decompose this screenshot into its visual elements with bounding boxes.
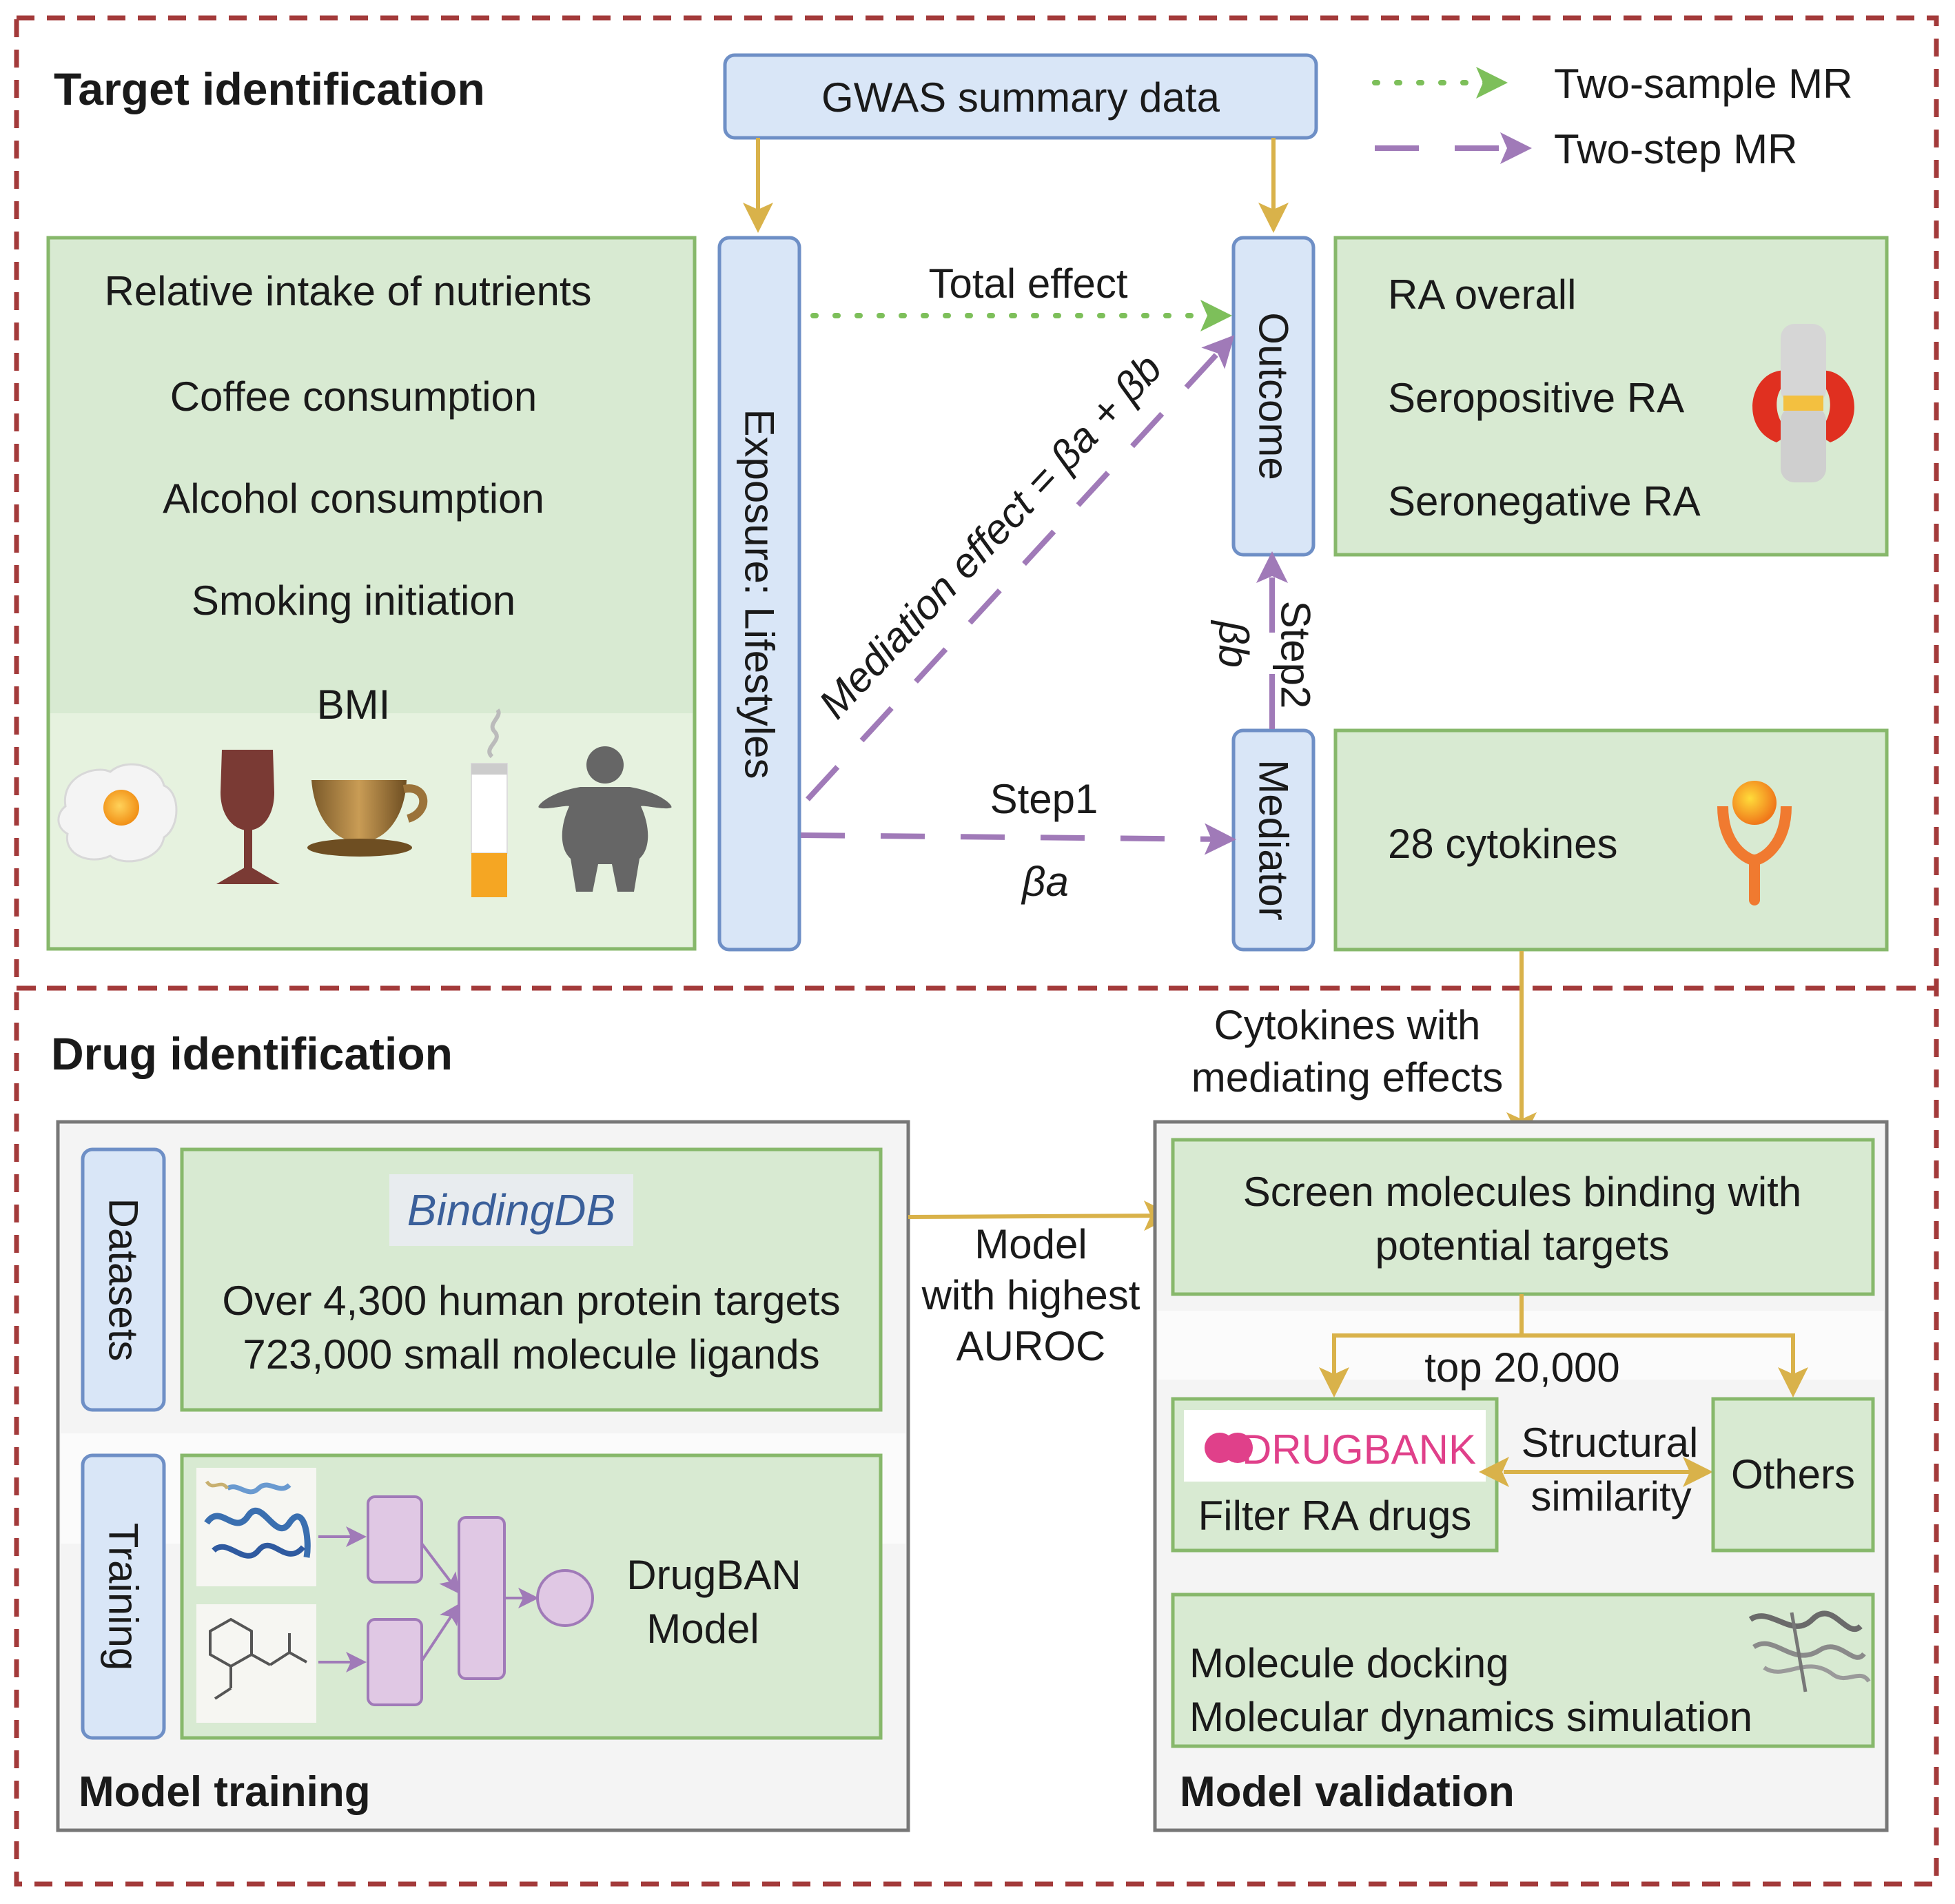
beta-b-label: βb (1211, 620, 1257, 668)
model-to-screen-arrow (908, 1200, 1174, 1231)
bindingdb-logo: BindingDB (407, 1185, 615, 1235)
training-label: Training (101, 1523, 147, 1671)
structural-line1: Structural (1522, 1420, 1699, 1466)
model-auroc-line2: with highest (921, 1272, 1140, 1318)
training-tab (81, 1453, 166, 1740)
model-auroc-line3: AUROC (956, 1323, 1106, 1369)
drugban-line2: Model (646, 1606, 759, 1652)
model-training-title: Model training (79, 1768, 371, 1816)
person-icon (538, 746, 672, 892)
docking-line2: Molecular dynamics simulation (1189, 1694, 1752, 1740)
step1-arrow (800, 823, 1236, 855)
drugban-node-protein (367, 1495, 423, 1584)
screen-split-arrow-left (1319, 1294, 1524, 1398)
datasets-tab (81, 1147, 166, 1412)
cytokine-receptor-icon (1717, 781, 1792, 905)
drugban-node-molecule (367, 1618, 423, 1706)
lifestyle-item-bmi: BMI (317, 682, 391, 728)
lifestyle-item-coffee: Coffee consumption (170, 373, 538, 420)
bindingdb-logo-bg (389, 1174, 633, 1246)
protein-structure-icon (196, 1468, 316, 1586)
screen-box (1171, 1138, 1875, 1296)
top-20000-label: top 20,000 (1424, 1344, 1620, 1391)
datasets-label: Datasets (101, 1198, 147, 1362)
screen-split-arrow-right (1522, 1333, 1808, 1398)
step1-label: Step1 (990, 776, 1098, 822)
others-label: Others (1731, 1451, 1855, 1497)
total-effect-label: Total effect (928, 260, 1127, 307)
molecule-structure-icon (196, 1604, 316, 1723)
gwas-label: GWAS summary data (821, 74, 1220, 121)
model-auroc-line1: Model (974, 1221, 1087, 1267)
gwas-box (723, 53, 1318, 140)
drugban-output-node (536, 1569, 594, 1627)
lifestyle-item-alcohol: Alcohol consumption (163, 475, 544, 522)
egg-icon (57, 763, 178, 863)
legend-two-step-label: Two-step MR (1554, 126, 1797, 172)
docking-line1: Molecule docking (1189, 1640, 1509, 1686)
lifestyle-item-smoking: Smoking initiation (192, 577, 515, 624)
bindingdb-line2: 723,000 small molecule ligands (243, 1331, 819, 1378)
cigarette-icon (471, 708, 508, 897)
outcome-item-seronegative: Seronegative RA (1388, 478, 1701, 524)
cytokines-mediating-line1: Cytokines with (1214, 1002, 1481, 1048)
beta-a-label: βa (1021, 859, 1069, 905)
bindingdb-line1: Over 4,300 human protein targets (222, 1278, 840, 1324)
legend-two-sample-label: Two-sample MR (1554, 61, 1852, 107)
drugban-fusion-node (458, 1516, 506, 1680)
mediation-effect-label: Mediation effect = βa + βb (810, 345, 1170, 727)
screen-line2: potential targets (1375, 1222, 1670, 1269)
exposure-box (717, 236, 801, 952)
outcome-label: Outcome (1251, 312, 1297, 480)
target-section-title: Target identification (54, 63, 485, 114)
drugban-line1: DrugBAN (626, 1552, 801, 1598)
screen-line1: Screen molecules binding with (1243, 1169, 1801, 1215)
filter-ra-label: Filter RA drugs (1198, 1493, 1472, 1539)
drugbank-logo: DRUGBANK (1242, 1426, 1476, 1473)
cytokine-box (1333, 728, 1889, 952)
docking-icon (1748, 1610, 1871, 1692)
model-validation-title: Model validation (1180, 1768, 1515, 1816)
joint-icon (1752, 324, 1854, 482)
drug-section-border (14, 985, 1939, 1887)
drug-section-title: Drug identification (51, 1028, 453, 1079)
step2-label: Step2 (1273, 601, 1319, 709)
legend: Two-sample MR Two-step MR (1372, 61, 1852, 172)
outcome-item-ra-overall: RA overall (1388, 272, 1576, 318)
mediation-effect-arrow (806, 335, 1235, 801)
drugbank-logo-mark (1205, 1433, 1253, 1463)
node-protein-to-fusion-arrow (420, 1542, 460, 1595)
cytokines-mediating-line2: mediating effects (1191, 1054, 1504, 1101)
others-box (1711, 1397, 1875, 1553)
mediator-label: Mediator (1251, 759, 1297, 920)
docking-box (1171, 1593, 1875, 1748)
structural-line2: similarity (1531, 1473, 1691, 1519)
target-section-border (14, 15, 1939, 991)
coffee-cup-icon (307, 780, 428, 857)
exposure-label: Exposure: Lifestyles (737, 409, 783, 779)
outcome-item-seropositive: Seropositive RA (1388, 375, 1684, 421)
cytokine-count: 28 cytokines (1388, 821, 1618, 867)
node-molecule-to-fusion-arrow (420, 1603, 460, 1662)
wine-glass-icon (216, 750, 280, 884)
lifestyle-item-nutrients: Relative intake of nutrients (104, 268, 591, 314)
